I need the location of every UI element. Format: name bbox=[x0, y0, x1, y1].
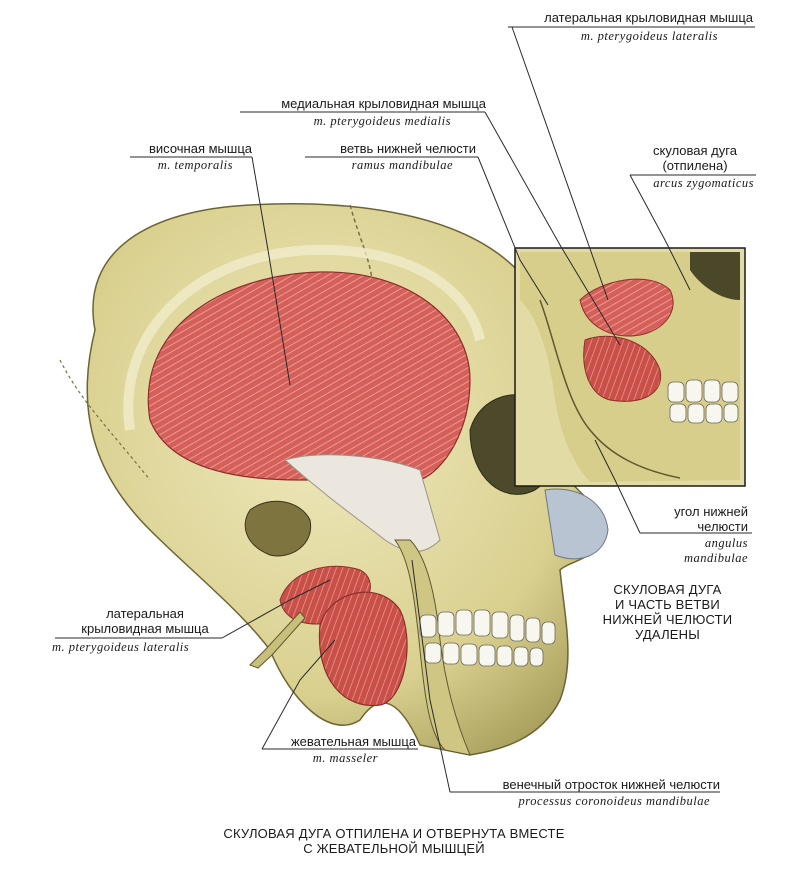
label-lateral-pterygoid-top-latin: m. pterygoideus lateralis bbox=[581, 29, 718, 44]
inset-panel bbox=[514, 247, 746, 487]
label-mandible-angle: угол нижней челюсти bbox=[674, 504, 748, 534]
label-lateral-pterygoid-top: латеральная крыловидная мышца bbox=[544, 10, 753, 25]
label-text-ru-2: крыловидная мышца bbox=[81, 621, 209, 636]
label-masseter: жевательная мышца bbox=[291, 734, 416, 749]
caption-line-1: СКУЛОВАЯ ДУГА ОТПИЛЕНА И ОТВЕРНУТА ВМЕСТ… bbox=[223, 826, 565, 841]
label-text-ru: височная мышца bbox=[149, 141, 252, 156]
leader-lines bbox=[55, 26, 756, 793]
suture-line-2 bbox=[59, 359, 151, 481]
label-text-latin: ramus mandibulae bbox=[351, 158, 453, 172]
label-text-ru-2: (отпилена) bbox=[662, 158, 728, 173]
teeth bbox=[419, 609, 556, 667]
label-medial-pterygoid-latin: m. pterygoideus medialis bbox=[314, 114, 451, 129]
inset-note: СКУЛОВАЯ ДУГА И ЧАСТЬ ВЕТВИ НИЖНЕЙ ЧЕЛЮС… bbox=[600, 582, 735, 642]
inset-note-line-3: НИЖНЕЙ ЧЕЛЮСТИ bbox=[602, 612, 733, 627]
label-text-ru: ветвь нижней челюсти bbox=[340, 141, 476, 156]
label-text-latin: m. pterygoideus lateralis bbox=[580, 29, 718, 43]
label-text-latin: m. pterygoideus medialis bbox=[313, 114, 451, 128]
label-masseter-latin: m. masseler bbox=[313, 751, 378, 766]
label-mandible-angle-latin: angulus mandibulae bbox=[684, 536, 748, 566]
label-text-latin: m. masseler bbox=[312, 751, 378, 765]
label-ramus-latin: ramus mandibulae bbox=[352, 158, 453, 173]
label-text-ru-2: челюсти bbox=[697, 519, 748, 534]
label-text-latin-1: angulus bbox=[704, 536, 748, 550]
label-temporalis-latin: m. temporalis bbox=[158, 158, 233, 173]
inset-lateral-pterygoid bbox=[583, 335, 662, 402]
figure-caption: СКУЛОВАЯ ДУГА ОТПИЛЕНА И ОТВЕРНУТА ВМЕСТ… bbox=[0, 826, 788, 856]
label-zygomatic-arch: скуловая дуга (отпилена) bbox=[640, 143, 750, 173]
label-text-latin: arcus zygomaticus bbox=[653, 176, 754, 190]
ear-region bbox=[244, 500, 312, 557]
label-text-ru-1: латеральная bbox=[106, 606, 184, 621]
label-lateral-pterygoid-lower: латеральная крыловидная мышца bbox=[70, 606, 220, 636]
label-text-latin: m. pterygoideus lateralis bbox=[52, 640, 190, 654]
label-text-ru-1: скуловая дуга bbox=[653, 143, 737, 158]
inset-teeth bbox=[667, 379, 739, 424]
label-text-ru: венечный отросток нижней челюсти bbox=[502, 777, 720, 792]
label-coronoid-process: венечный отросток нижней челюсти bbox=[503, 777, 720, 792]
label-text-ru: жевательная мышца bbox=[290, 734, 416, 749]
inset-note-line-4: УДАЛЕНЫ bbox=[635, 627, 700, 642]
label-medial-pterygoid: медиальная крыловидная мышца bbox=[281, 96, 486, 111]
nasal-cartilage bbox=[544, 488, 609, 560]
label-ramus: ветвь нижней челюсти bbox=[340, 141, 476, 156]
temporal-muscle bbox=[147, 271, 471, 481]
inset-medial-pterygoid bbox=[579, 278, 674, 337]
label-coronoid-process-latin: processus coronoideus mandibulae bbox=[519, 794, 710, 809]
label-text-latin-2: mandibulae bbox=[683, 551, 748, 565]
label-text-ru: медиальная крыловидная мышца bbox=[281, 96, 486, 111]
label-text-latin: m. temporalis bbox=[157, 158, 233, 172]
zygomatic-arch-reflected bbox=[249, 611, 306, 669]
label-lateral-pterygoid-lower-latin: m. pterygoideus lateralis bbox=[52, 640, 189, 655]
label-temporalis: височная мышца bbox=[149, 141, 252, 156]
inset-mandible-edge bbox=[539, 299, 681, 479]
label-text-ru-1: угол нижней bbox=[674, 504, 748, 519]
masseter-muscle bbox=[318, 591, 408, 707]
label-zygomatic-arch-latin: arcus zygomaticus bbox=[653, 176, 754, 191]
caption-line-2: С ЖЕВАТЕЛЬНОЙ МЫШЦЕЙ bbox=[303, 841, 485, 856]
inset-orbit bbox=[690, 252, 740, 300]
inset-note-line-1: СКУЛОВАЯ ДУГА bbox=[613, 582, 722, 597]
label-text-ru: латеральная крыловидная мышца bbox=[544, 10, 753, 25]
inset-note-line-2: И ЧАСТЬ ВЕТВИ bbox=[615, 597, 720, 612]
temporal-line bbox=[123, 244, 485, 431]
label-text-latin: processus coronoideus mandibulae bbox=[518, 794, 710, 808]
